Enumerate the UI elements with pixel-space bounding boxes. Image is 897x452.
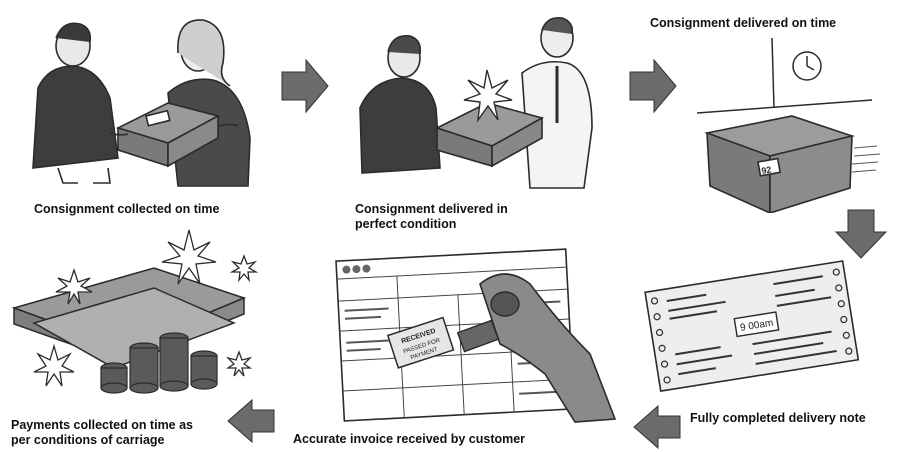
delivery-people-icon — [359, 16, 593, 189]
step-4-caption: Fully completed delivery note — [690, 411, 866, 425]
svg-text:9 00am: 9 00am — [739, 318, 774, 334]
delivery-note-icon: 9 00am — [644, 260, 860, 392]
arrow-right-icon — [281, 58, 329, 114]
svg-text:92: 92 — [761, 164, 773, 176]
arrow-left-icon — [227, 398, 275, 444]
step-5-caption: Accurate invoice received by customer — [293, 432, 526, 446]
arrow-left-icon — [633, 404, 681, 450]
step-1-caption: Consignment collected on time — [34, 202, 220, 216]
clock-parcel-icon: 92 — [696, 38, 881, 213]
money-coins-icon — [11, 229, 259, 394]
step-2-caption: Consignment delivered in perfect conditi… — [355, 202, 508, 231]
arrow-right-icon — [629, 58, 677, 114]
step-6-caption: Payments collected on time as per condit… — [11, 418, 194, 447]
step-3-caption: Consignment delivered on time — [650, 16, 837, 30]
invoice-stamp-icon: RECEIVED PASSED FOR PAYMENT — [335, 248, 617, 423]
handover-people-icon — [32, 19, 251, 187]
arrow-down-icon — [834, 209, 888, 259]
